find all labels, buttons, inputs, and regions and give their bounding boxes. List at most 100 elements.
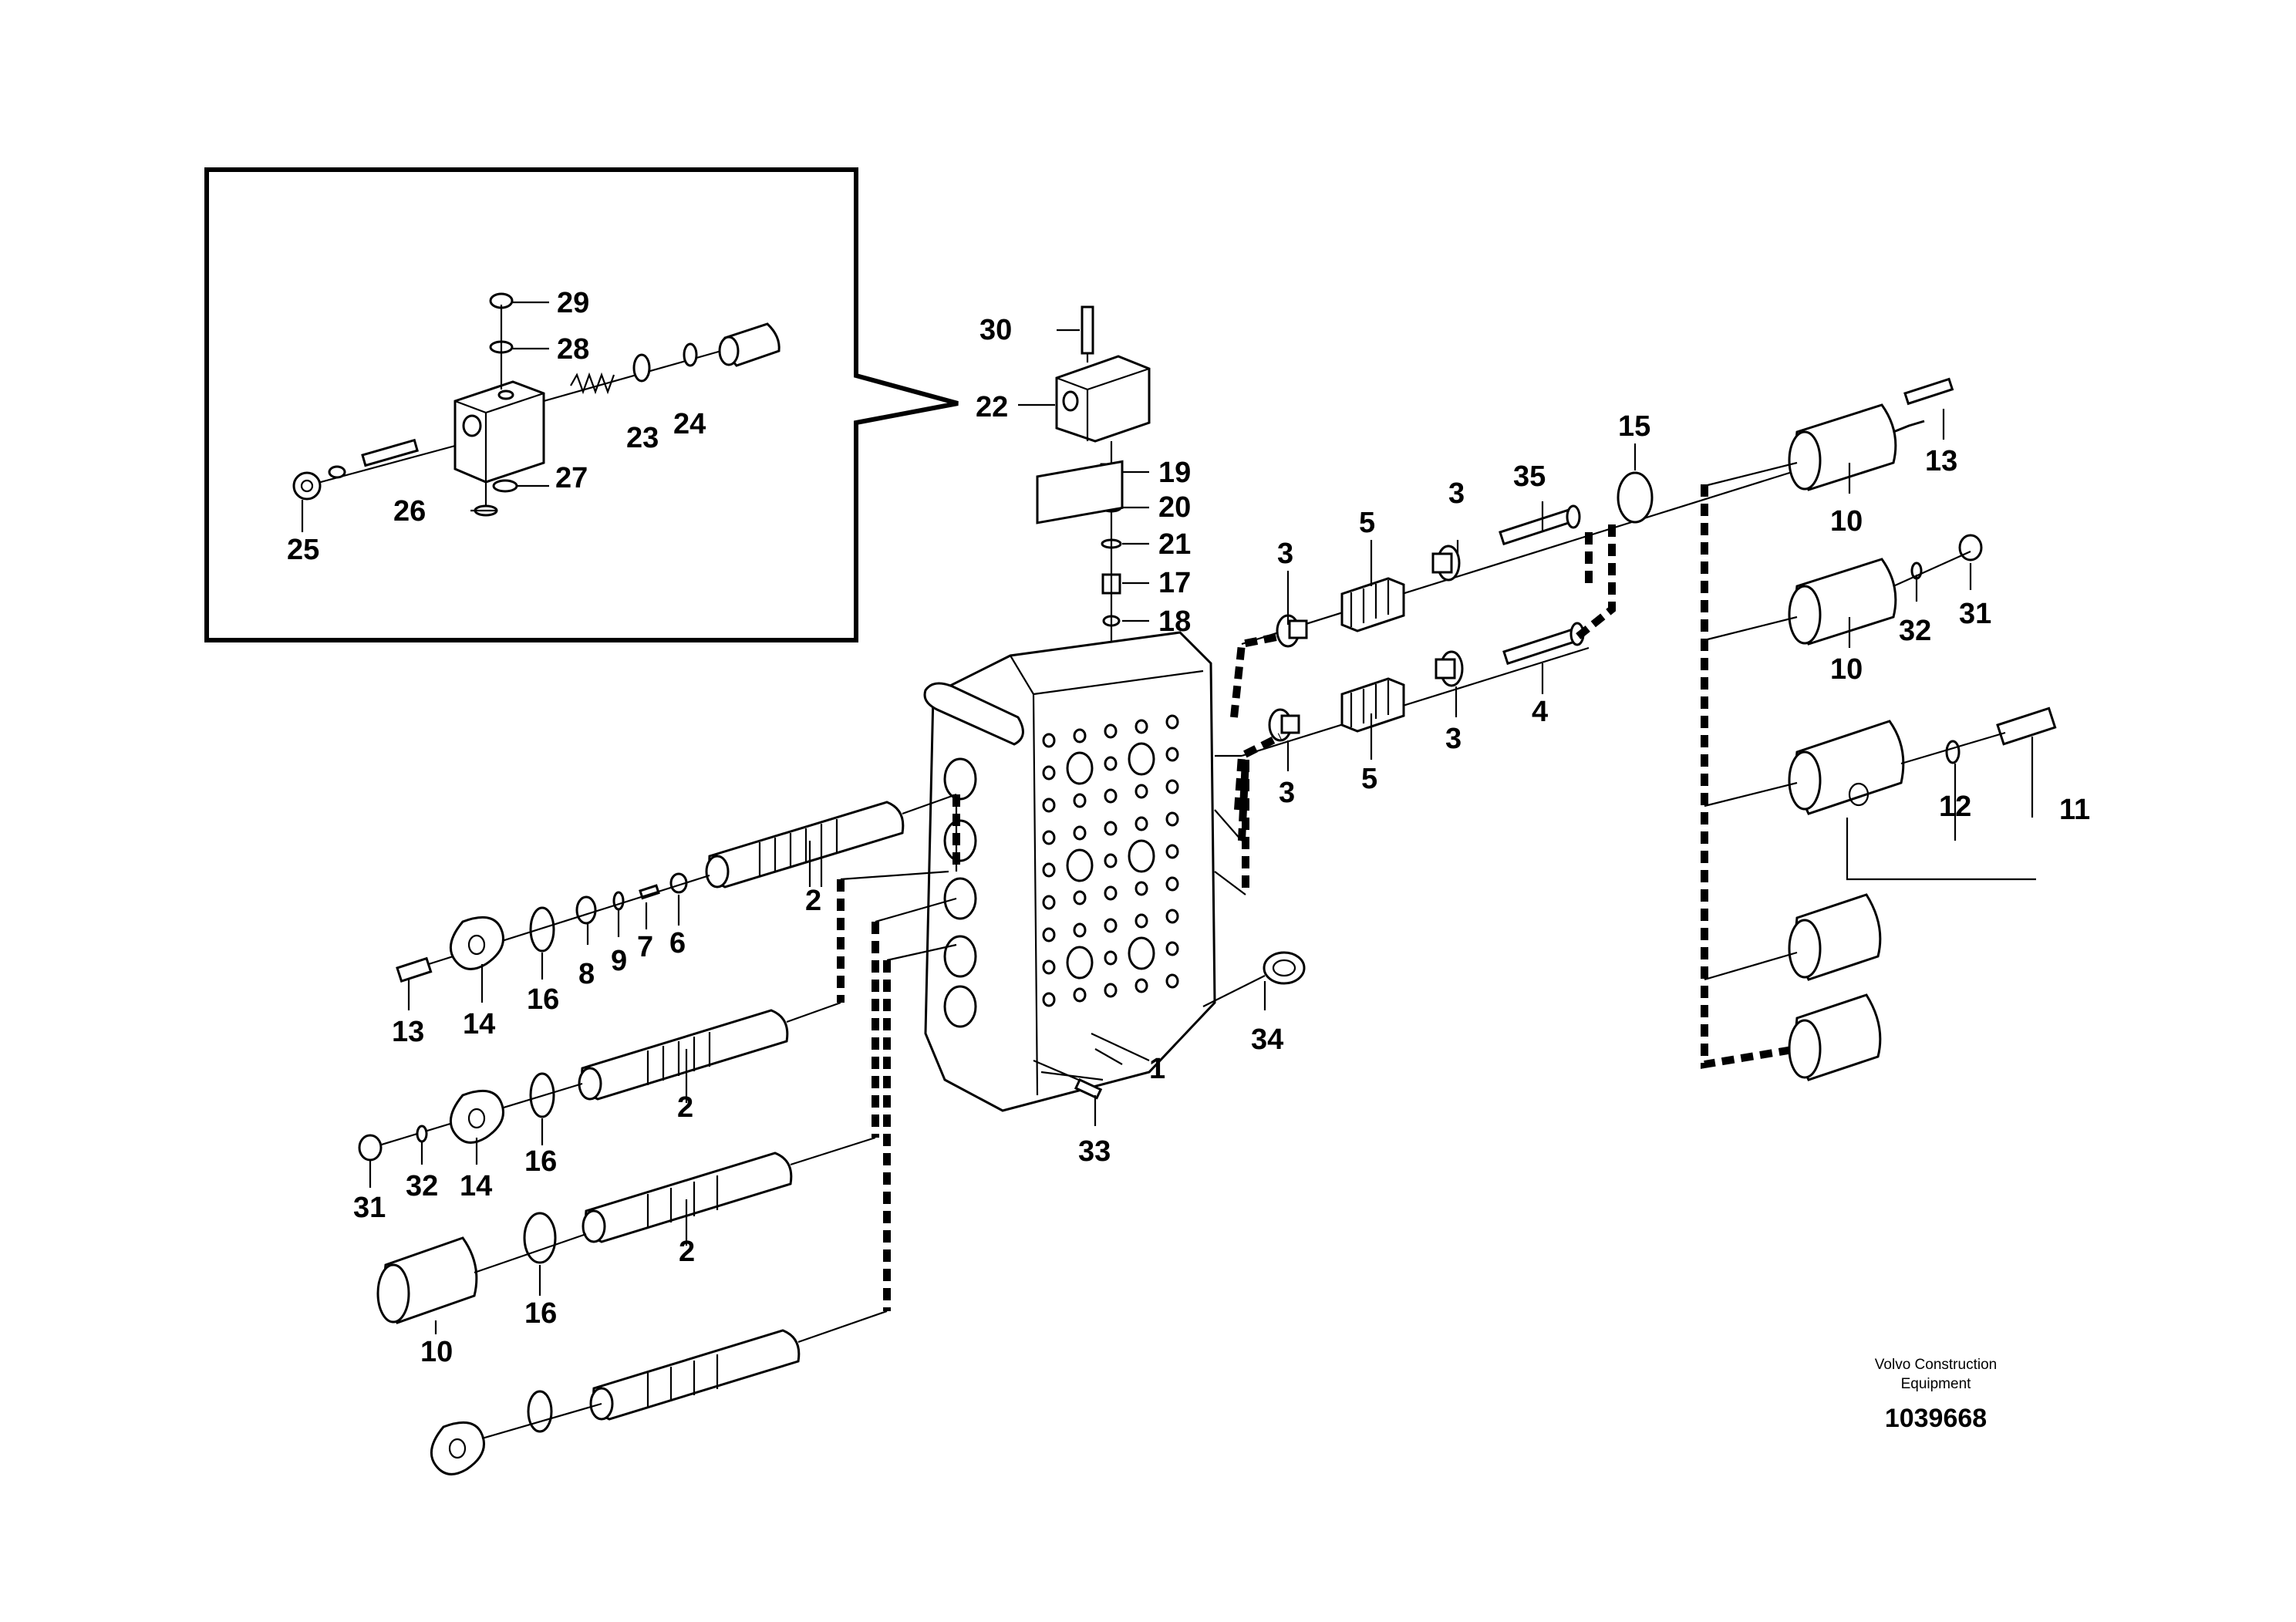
ring-16c	[523, 1212, 557, 1264]
callout-30: 30	[979, 314, 1012, 346]
callout-2-lower: 2	[679, 1236, 695, 1268]
part-9	[612, 891, 625, 911]
valve-port	[1165, 811, 1179, 827]
spool-bore	[943, 757, 977, 801]
dashed-leaders-right	[1214, 484, 1798, 1069]
valve-port	[1104, 853, 1118, 868]
callout-3-upper-right: 3	[1448, 477, 1465, 510]
callout-35: 35	[1513, 460, 1546, 493]
callout-8: 8	[578, 958, 595, 990]
valve-port	[1042, 765, 1056, 781]
valve-port	[1042, 992, 1056, 1007]
callout-5-lower: 5	[1361, 763, 1377, 795]
callout-32-right: 32	[1899, 615, 1931, 647]
ring-15	[1617, 471, 1654, 524]
callout-20: 20	[1158, 491, 1191, 524]
valve-port	[1042, 862, 1056, 878]
valve-port	[1073, 825, 1087, 841]
cap-10-top	[1704, 377, 1954, 491]
valve-port	[1042, 959, 1056, 975]
document-number: 1039668	[1885, 1404, 1987, 1433]
callout-22: 22	[976, 391, 1008, 423]
valve-body-ports	[943, 714, 1179, 1028]
valve-port	[1042, 830, 1056, 845]
valve-port	[1104, 950, 1118, 966]
callout-3-lower-left: 3	[1279, 777, 1295, 809]
valve-port	[1165, 973, 1179, 989]
cap-14-upper	[396, 916, 504, 983]
callout-labels: 29 28 23 24 27 26 25 30 22 19 20 21 17 1…	[287, 287, 2090, 1368]
spool-2-middle	[578, 1001, 841, 1103]
valve-port	[1165, 747, 1179, 762]
left-spools	[358, 793, 957, 1475]
valve-port	[1165, 844, 1179, 859]
valve-port	[1104, 885, 1118, 901]
valve-port	[1165, 876, 1179, 892]
callout-21: 21	[1158, 528, 1191, 561]
cap-bottom	[430, 1402, 602, 1475]
cap-10-fourth	[1704, 893, 1882, 981]
valve-port	[1128, 742, 1155, 776]
valve-port	[1042, 895, 1056, 910]
inset-ring-27	[492, 479, 518, 493]
callout-15: 15	[1618, 410, 1650, 443]
callout-2-upper: 2	[805, 885, 821, 917]
callout-10-second: 10	[1830, 653, 1863, 686]
drawing-credit: Volvo Construction Equipment 1039668	[1875, 1357, 1997, 1433]
callout-14-upper: 14	[463, 1008, 495, 1040]
callout-16-lower: 16	[524, 1297, 557, 1330]
spool-2-lower	[582, 1136, 876, 1246]
cap-10-fifth	[1788, 993, 1882, 1081]
callout-31-right: 31	[1959, 598, 1991, 630]
cap-14-lower	[449, 1089, 504, 1144]
callout-33: 33	[1078, 1135, 1111, 1168]
eye-bolt-34	[1202, 951, 1306, 1010]
callout-1: 1	[1149, 1053, 1165, 1085]
inset-sleeve	[718, 322, 781, 367]
bolt-13-right	[1903, 377, 1954, 406]
credit-line-1: Volvo Construction	[1875, 1357, 1997, 1373]
valve-port	[1042, 733, 1056, 748]
callout-27: 27	[555, 462, 588, 494]
plug-33	[1033, 1059, 1103, 1126]
callout-28: 28	[557, 333, 589, 366]
callout-16-middle: 16	[524, 1145, 557, 1178]
callout-25: 25	[287, 534, 319, 566]
callout-24: 24	[673, 408, 706, 440]
inset-stem	[292, 438, 456, 501]
valve-port	[1104, 983, 1118, 998]
callout-34: 34	[1251, 1023, 1283, 1056]
callout-leaders	[369, 409, 1972, 1334]
spool-bore	[943, 985, 977, 1028]
main-valve-body	[923, 460, 1216, 1112]
inset-valve-body	[453, 305, 545, 484]
callout-12: 12	[1939, 791, 1971, 823]
ring-bottom	[527, 1390, 553, 1433]
ring-12	[1945, 740, 1961, 764]
valve-port	[1042, 927, 1056, 943]
valve-port	[1104, 756, 1118, 771]
valve-port	[1066, 751, 1094, 785]
callout-10-left: 10	[420, 1336, 453, 1368]
callout-4: 4	[1532, 696, 1548, 728]
callout-32-left: 32	[406, 1170, 438, 1202]
valve-port	[1104, 918, 1118, 933]
valve-port	[1104, 821, 1118, 836]
callout-2-middle: 2	[677, 1091, 693, 1124]
callout-23: 23	[626, 422, 659, 454]
valve-port	[1135, 881, 1148, 896]
valve-port	[1073, 890, 1087, 905]
pilot-block-22	[1055, 355, 1151, 443]
detail-inset	[204, 167, 959, 642]
valve-port	[1073, 922, 1087, 938]
callout-17: 17	[1158, 567, 1191, 599]
valve-port	[1073, 987, 1087, 1003]
right-caps	[1704, 377, 2057, 1081]
cap-10-second	[1704, 534, 1983, 646]
inset-ring-24	[683, 342, 698, 367]
valve-port	[1135, 816, 1148, 831]
spool-bottom	[589, 1310, 888, 1421]
inset-ring-23	[632, 353, 651, 383]
valve-port	[1073, 728, 1087, 744]
